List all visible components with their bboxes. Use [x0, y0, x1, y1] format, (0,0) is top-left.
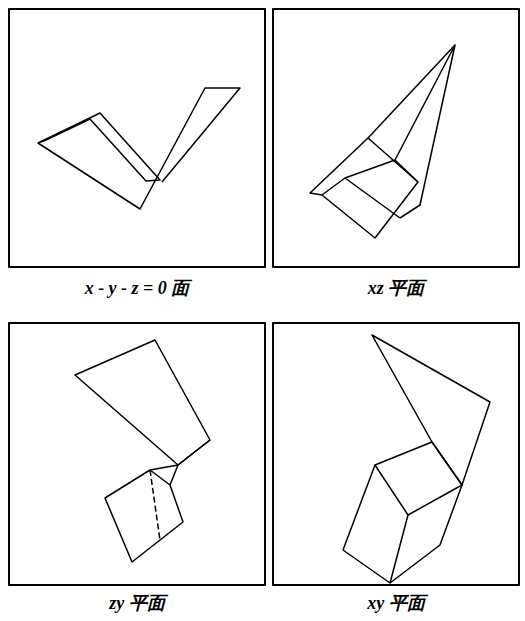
view-label: zy 平面 [109, 594, 165, 614]
view-label: xy 平面 [367, 594, 425, 614]
panel-frame [273, 9, 519, 267]
object-projection [38, 45, 490, 583]
panel-frame [9, 9, 265, 267]
panel-frame [9, 323, 265, 585]
view-label: x - y - z = 0 面 [85, 279, 190, 299]
panel-frame [273, 323, 519, 585]
view-label: xz 平面 [368, 279, 425, 299]
